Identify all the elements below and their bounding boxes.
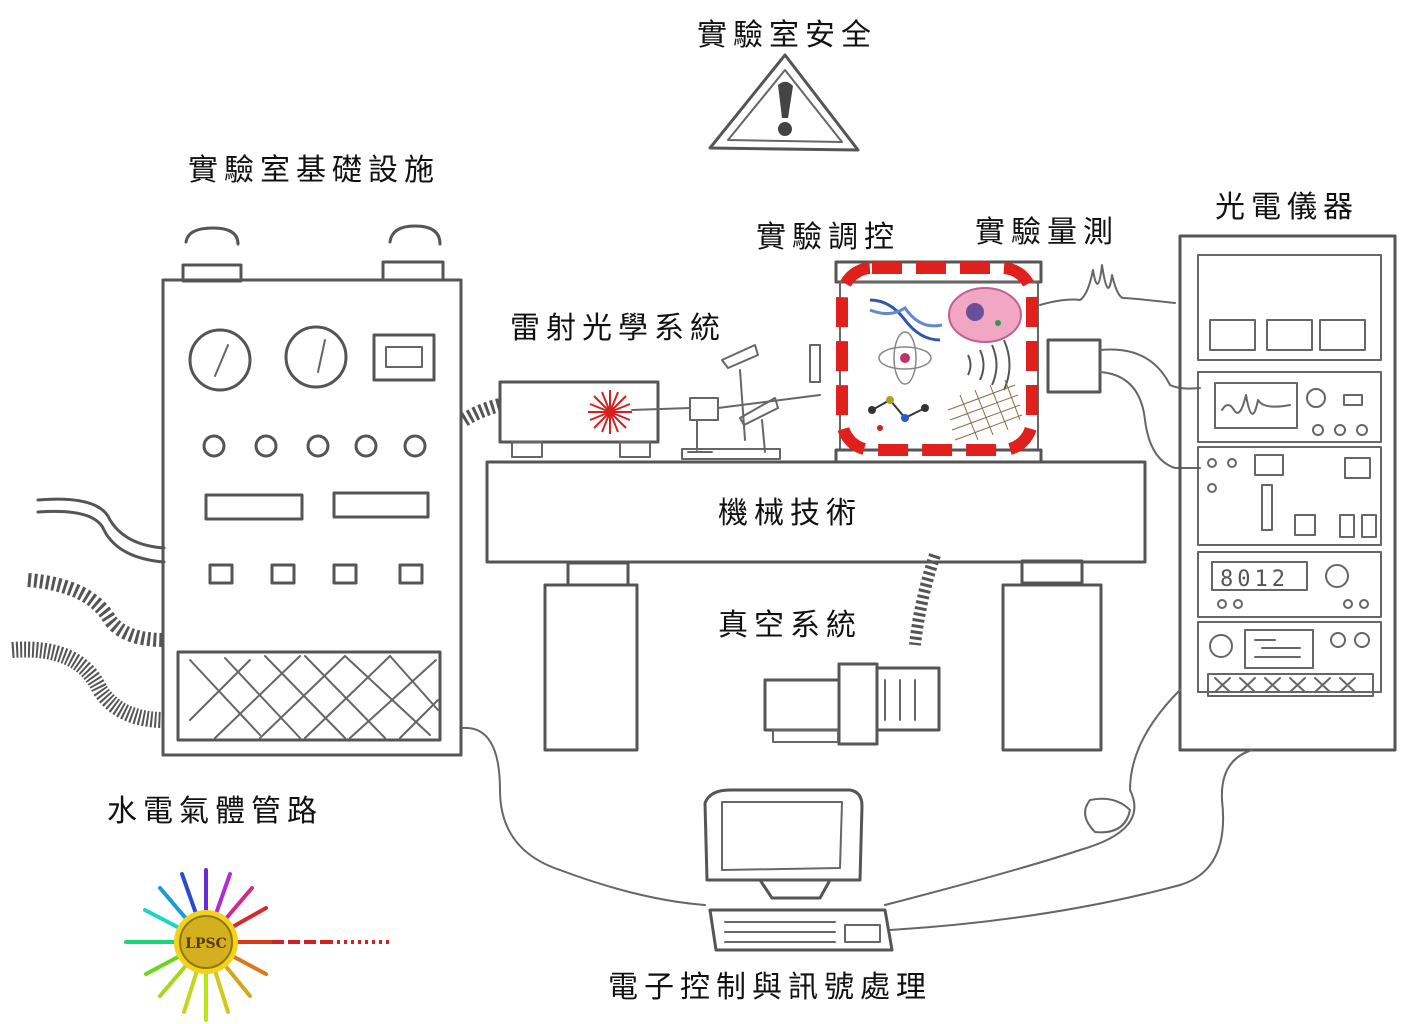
graphene-icon	[947, 379, 1023, 441]
utility-pipes	[11, 398, 502, 728]
laser-burst-icon	[588, 390, 632, 434]
label-experiment-measurement: 實驗量測	[975, 215, 1119, 250]
label-mechanical-tech: 機械技術	[718, 496, 862, 531]
label-vacuum-system: 真空系統	[718, 608, 862, 643]
vacuum-pump	[763, 553, 941, 746]
label-electronics-signal: 電子控制與訊號處理	[608, 970, 932, 1005]
warning-sign-icon	[708, 53, 860, 152]
label-optoelectronic-instruments: 光電儀器	[1215, 190, 1359, 225]
label-experiment-control: 實驗調控	[756, 220, 900, 255]
highlight-box	[836, 262, 1038, 456]
optical-table	[485, 460, 1147, 752]
instrument-display: 8012	[1220, 567, 1289, 592]
dna-icon	[869, 298, 943, 342]
laser-module	[498, 344, 821, 460]
computer	[461, 689, 1253, 952]
infrastructure-cabinet	[161, 224, 463, 757]
lpsc-logo-text: LPSC	[185, 936, 227, 952]
detector	[1039, 264, 1201, 469]
molecule-icon	[868, 396, 929, 431]
label-utilities-piping: 水電氣體管路	[107, 794, 323, 829]
experiment-chamber	[834, 260, 1043, 464]
instrument-rack: 8012	[1178, 234, 1397, 752]
label-lab-safety: 實驗室安全	[697, 18, 877, 53]
wave-icon	[967, 339, 1011, 391]
label-lab-infrastructure: 實驗室基礎設施	[188, 153, 440, 188]
lpsc-logo: LPSC	[124, 868, 392, 1022]
atom-icon	[878, 331, 932, 385]
cell-icon	[948, 287, 1022, 343]
label-laser-optics: 雷射光學系統	[510, 311, 726, 346]
